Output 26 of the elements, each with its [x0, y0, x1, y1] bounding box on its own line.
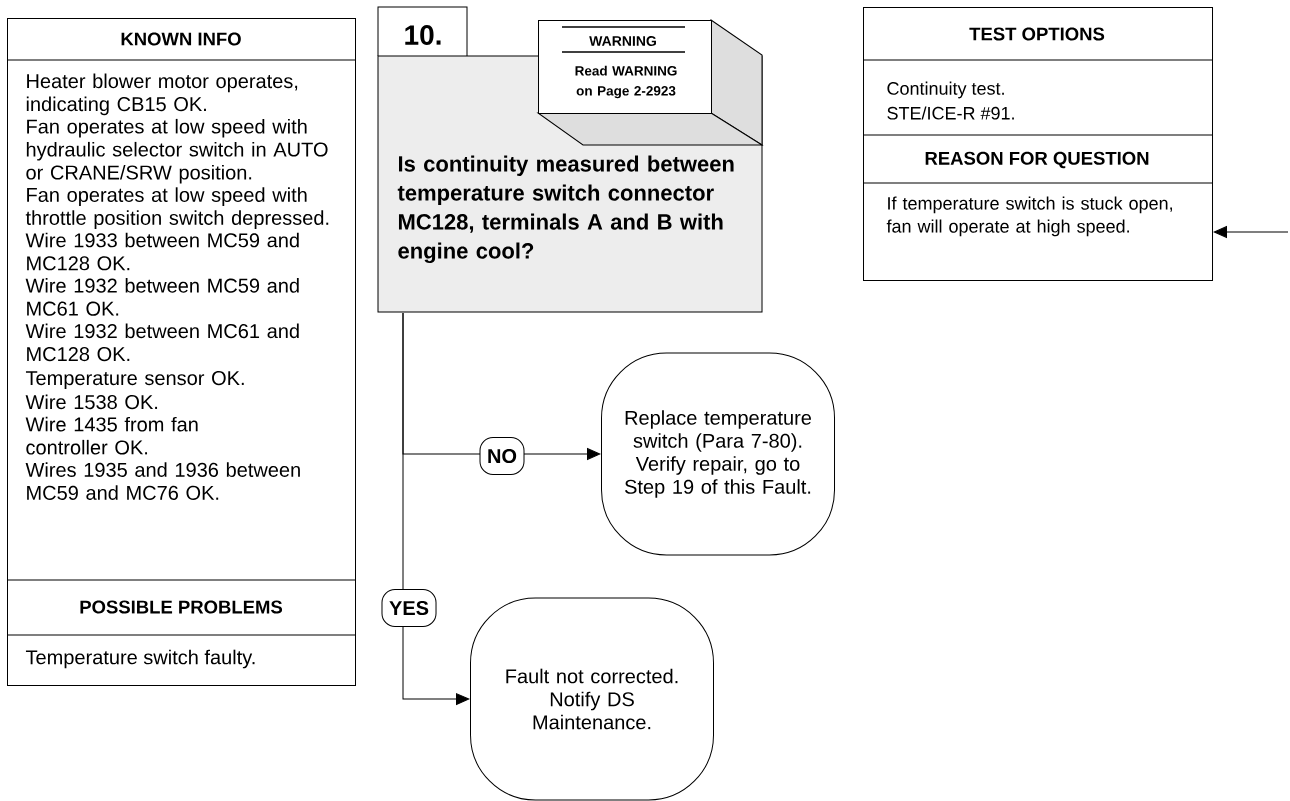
- info-text: Continuity test.: [887, 81, 1004, 99]
- terminal-box: Fault not corrected. Notify DS Maintenance.: [470, 597, 714, 801]
- terminal-box: Replace temperature switch (Para 7-80). Verify repair, go to Step 19 of this Fault.: [601, 352, 835, 556]
- arrow: [402, 312, 470, 705]
- section-heading: REASON FOR QUESTION: [925, 151, 1149, 169]
- list-item: Wire 1435 from fan controller OK.: [25, 416, 198, 455]
- section-heading: TEST OPTIONS: [969, 27, 1105, 41]
- info-text: If temperature switch is stuck open, fan will operate at high speed.: [886, 196, 1172, 237]
- list-item: Wire 1932 between MC59 and MC61 OK.: [25, 278, 299, 316]
- arrow: [1213, 226, 1289, 238]
- list-item: Wire 1538 OK.: [25, 394, 158, 410]
- edge-label: NO: [479, 437, 525, 475]
- info-text: Temperature switch faulty.: [25, 649, 255, 669]
- list-item: Wire 1932 between MC61 and MC128 OK.: [25, 323, 299, 362]
- list-item: Temperature sensor OK.: [25, 371, 244, 390]
- list-item: Wire 1933 between MC59 and MC128 OK.: [25, 232, 299, 271]
- list-item: Fan operates at low speed with hydraulic selector switch in AUTO or CRANE/SRW position.: [26, 118, 328, 184]
- section-heading: KNOWN INFO: [121, 32, 241, 46]
- step-number: 10.: [405, 25, 441, 45]
- list-item: Heater blower motor operates, indicating CB15 OK.: [26, 73, 298, 116]
- edge-label: YES: [381, 589, 437, 627]
- list-item: Wires 1935 and 1936 between MC59 and MC76 OK.: [25, 462, 300, 500]
- list-item: Fan operates at low speed with throttle position switch depressed.: [25, 187, 329, 229]
- section-heading: POSSIBLE PROBLEMS: [80, 600, 283, 614]
- warning-box: WARNING Read WARNING on Page 2-2923: [537, 19, 763, 146]
- info-text: STE/ICE-R #91.: [887, 106, 1014, 120]
